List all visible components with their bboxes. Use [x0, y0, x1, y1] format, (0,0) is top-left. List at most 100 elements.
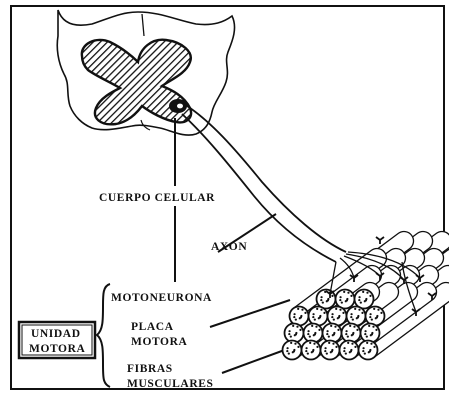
fiber-dot: [293, 313, 295, 315]
fiber-dot: [350, 316, 352, 318]
fiber-dot: [369, 313, 371, 315]
fiber-dot: [307, 330, 309, 332]
fiber-dot: [345, 300, 347, 302]
fiber-dot: [339, 299, 341, 301]
fiber-dot: [342, 312, 344, 314]
fiber-dot: [332, 343, 334, 345]
label-unidad-motora: MOTORA: [29, 343, 86, 355]
fiber-dot: [297, 308, 299, 310]
fiber-dot: [318, 317, 320, 319]
fiber-dot: [368, 325, 370, 327]
fiber-dot: [314, 318, 316, 320]
label-unidad: UNIDAD: [31, 328, 81, 340]
fiber-dot: [331, 316, 333, 318]
fiber-dot: [369, 316, 371, 318]
fiber-dot: [286, 347, 288, 349]
fiber-dot: [312, 316, 314, 318]
fiber-dot: [345, 333, 347, 335]
fiber-dot: [328, 335, 330, 337]
fiber-dot: [373, 308, 375, 310]
fiber-dot: [309, 335, 311, 337]
muscle-fiber-bundle: [283, 231, 449, 359]
fiber-dot: [364, 352, 366, 354]
fiber-dot: [369, 295, 371, 297]
fiber-dot: [288, 333, 290, 335]
fiber-dot: [380, 312, 382, 314]
fiber-dot: [324, 347, 326, 349]
fiber-dot: [312, 313, 314, 315]
fiber-dot: [356, 329, 358, 331]
fiber-dot: [352, 318, 354, 320]
fiber-dot: [351, 343, 353, 345]
fiber-dot: [297, 346, 299, 348]
fiber-dot: [347, 292, 349, 294]
fiber-dot: [334, 326, 336, 328]
fiber-dot: [350, 295, 352, 297]
fiber-dot: [305, 347, 307, 349]
fiber-dot: [318, 329, 320, 331]
fiber-dot: [288, 352, 290, 354]
fiber-dot: [294, 334, 296, 336]
fiber-dot: [326, 300, 328, 302]
fiber-dot: [320, 309, 322, 311]
fiber-dot: [377, 309, 379, 311]
fiber-dot: [347, 335, 349, 337]
fiber-dot: [362, 347, 364, 349]
fiber-dot: [349, 351, 351, 353]
fiber-dot: [370, 343, 372, 345]
fiber-dot: [323, 312, 325, 314]
fiber-dot: [364, 333, 366, 335]
fiber-dot: [335, 346, 337, 348]
fiber-dot: [331, 295, 333, 297]
fiber-dot: [349, 325, 351, 327]
fiber-dot: [356, 317, 358, 319]
fiber-dot: [332, 334, 334, 336]
fiber-dot: [366, 292, 368, 294]
fiber-dot: [343, 347, 345, 349]
fiber-dot: [326, 352, 328, 354]
fiber-dot: [320, 296, 322, 298]
fiber-dot: [286, 350, 288, 352]
fiber-dot: [347, 342, 349, 344]
fiber-dot: [343, 291, 345, 293]
fiber-dot: [358, 299, 360, 301]
fiber-dot: [316, 346, 318, 348]
fiber-dot: [335, 308, 337, 310]
fiber-dot: [362, 350, 364, 352]
fiber-dot: [353, 326, 355, 328]
fiber-dot: [341, 301, 343, 303]
fiber-dot: [313, 334, 315, 336]
axon-tube: [182, 104, 346, 262]
label-cuerpo-celular: CUERPO CELULAR: [99, 192, 215, 204]
fiber-dot: [360, 301, 362, 303]
brace: [97, 284, 110, 387]
fiber-dot: [315, 326, 317, 328]
label-placa: PLACA: [131, 321, 174, 333]
fiber-dot: [301, 309, 303, 311]
fiber-dot: [322, 301, 324, 303]
fiber-dot: [350, 313, 352, 315]
fiber-dot: [290, 342, 292, 344]
fiber-dot: [345, 352, 347, 354]
fiber-dot: [292, 325, 294, 327]
label-motora: MOTORA: [131, 336, 188, 348]
fiber-dot: [330, 325, 332, 327]
fiber-dot: [337, 329, 339, 331]
fiber-dot: [309, 342, 311, 344]
fiber-dot: [370, 334, 372, 336]
fiber-dot: [326, 330, 328, 332]
fiber-dot: [307, 352, 309, 354]
fiber-dot: [345, 330, 347, 332]
fiber-dot: [311, 325, 313, 327]
fiber-dot: [311, 351, 313, 353]
fiber-dot: [364, 300, 366, 302]
fiber-dot: [299, 317, 301, 319]
fiber-dot: [339, 309, 341, 311]
fiber-dot: [337, 317, 339, 319]
label-fibras: FIBRAS: [127, 363, 173, 375]
fiber-dot: [296, 326, 298, 328]
fiber-dot: [290, 335, 292, 337]
fiber-dot: [361, 312, 363, 314]
